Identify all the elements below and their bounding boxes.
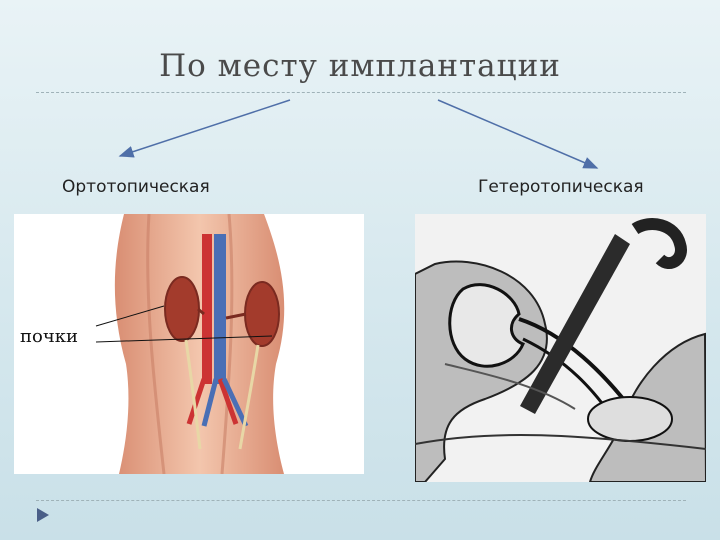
- slide-title: По месту имплантации: [159, 48, 561, 84]
- heterotopic-label: Гетеротопическая: [478, 177, 644, 197]
- orthotopic-illustration: [14, 213, 364, 475]
- play-triangle-icon[interactable]: [36, 507, 50, 523]
- pelvic-transplant-image: [414, 214, 708, 483]
- top-divider: [36, 92, 686, 93]
- kidneys-label: почки: [20, 326, 78, 347]
- heterotopic-illustration: [414, 214, 708, 483]
- right-arrow: [437, 99, 599, 169]
- bottom-divider: [36, 500, 686, 501]
- torso-kidneys-image: [95, 213, 285, 475]
- left-arrow: [118, 99, 291, 158]
- orthotopic-label: Ортотопическая: [62, 177, 210, 197]
